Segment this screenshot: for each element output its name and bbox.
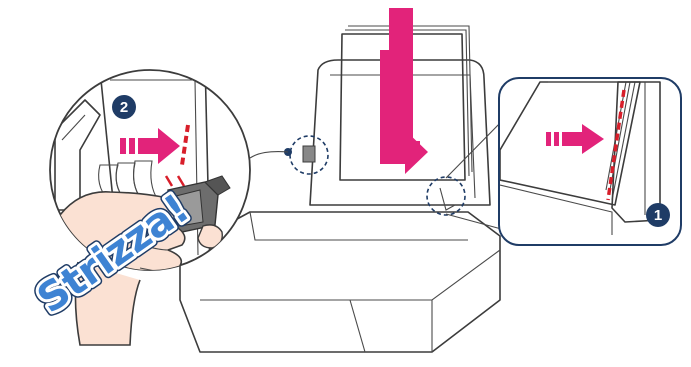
step-2-label: 2 <box>120 99 128 116</box>
paper-edge-highlight <box>427 177 465 215</box>
zoom-panel-right: 1 <box>499 78 681 245</box>
insert-arrow <box>380 8 428 174</box>
step-1-label: 1 <box>654 207 662 224</box>
tray-guide-highlight <box>250 136 328 174</box>
zoom-connector <box>446 118 505 230</box>
step-1-badge: 1 <box>646 203 670 227</box>
step-2-badge: 2 <box>112 95 136 119</box>
